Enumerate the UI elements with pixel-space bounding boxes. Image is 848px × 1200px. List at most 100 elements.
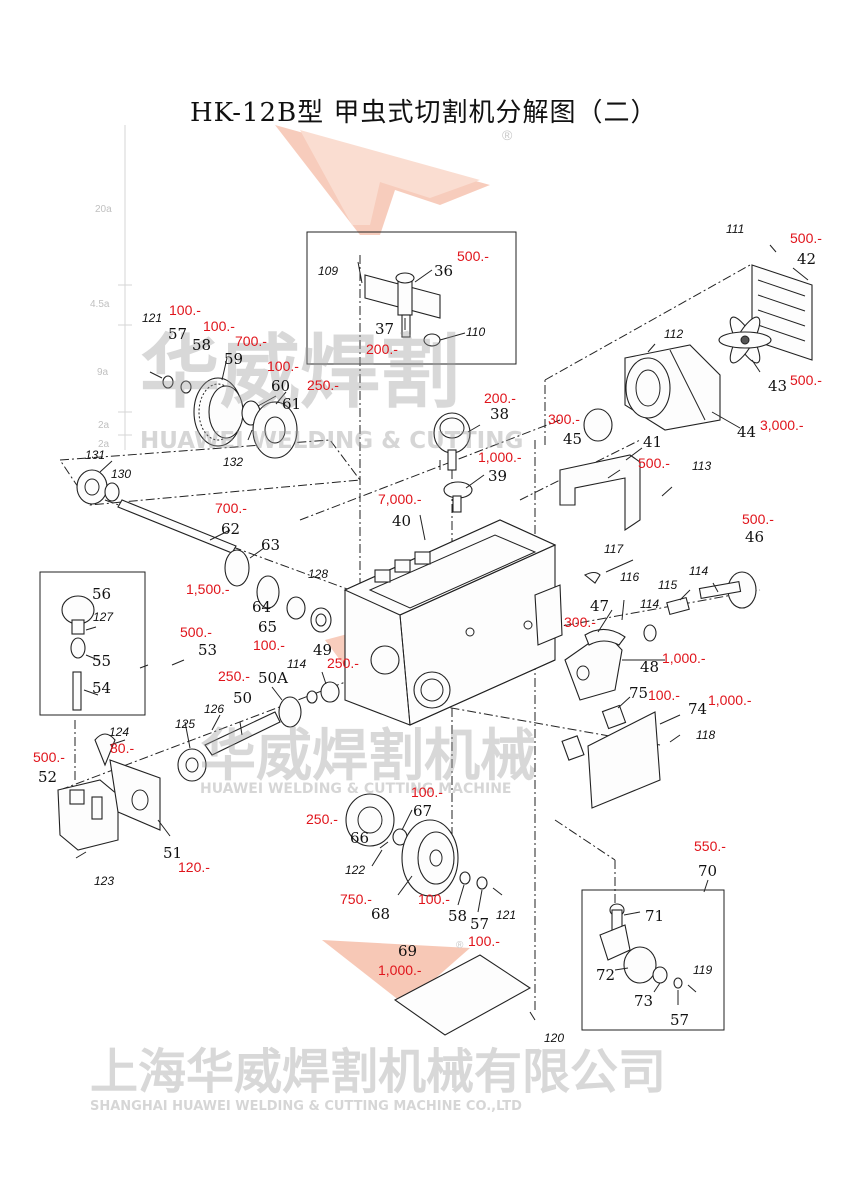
page-title: HK-12B型 甲虫式切割机分解图（二） — [190, 98, 658, 128]
registered-mark: ® — [456, 940, 464, 951]
part-number: 63 — [261, 536, 280, 554]
part-price: 100.- — [169, 302, 201, 318]
part-number: 55 — [92, 652, 111, 670]
callouts: 111 500.- 42 43 500.- 44 3,000.- 112 45 … — [33, 222, 822, 1045]
watermark-logo-bottom — [322, 940, 470, 1005]
watermark-cn-footer: 上海华威焊割机械有限公司 — [90, 1044, 666, 1100]
part-price: 250.- — [218, 668, 250, 684]
part-number: 57 — [168, 325, 187, 343]
part-number: 49 — [313, 641, 332, 659]
drive-shaft — [117, 499, 332, 633]
part-number: 73 — [634, 992, 653, 1010]
side-bracket — [57, 733, 161, 851]
part-price: 700.- — [215, 500, 247, 516]
motor-bracket — [559, 454, 641, 532]
part-price: 100.- — [648, 687, 680, 703]
watermark-cn-mid: 华威焊割 — [140, 326, 460, 419]
part-number: 53 — [198, 641, 217, 659]
watermark-en-footer: SHANGHAI HUAWEI WELDING & CUTTING MACHIN… — [90, 1099, 522, 1114]
part-price: 250.- — [327, 655, 359, 671]
part-number: 68 — [371, 905, 390, 923]
part-number: 50A — [258, 669, 288, 687]
part-number: 37 — [375, 320, 394, 338]
part-number: 38 — [490, 405, 509, 423]
part-number: 60 — [271, 377, 290, 395]
part-price: 120.- — [178, 859, 210, 875]
part-number: 64 — [252, 598, 271, 616]
part-number: 114 — [689, 564, 708, 578]
inset-box-wheel-assembly — [581, 889, 725, 1031]
scale-label: 9a — [97, 367, 109, 378]
cover-disc — [583, 408, 613, 442]
part-number: 127 — [93, 610, 114, 624]
part-price: 500.- — [33, 749, 65, 765]
inset-box-knob-assembly — [39, 571, 146, 716]
part-number: 130 — [111, 467, 131, 481]
part-number: 61 — [282, 395, 301, 413]
part-number: 113 — [692, 459, 711, 473]
part-number: 126 — [204, 702, 224, 716]
part-number: 39 — [488, 467, 507, 485]
inset-box-gear-assembly — [306, 231, 517, 365]
part-number: 41 — [643, 433, 662, 451]
part-price: 500.- — [742, 511, 774, 527]
part-price: 100.- — [203, 318, 235, 334]
part-number: 67 — [413, 802, 432, 820]
part-price: 500.- — [457, 248, 489, 264]
part-number: 57 — [670, 1011, 689, 1029]
part-price: 1,000.- — [478, 449, 522, 465]
part-price: 200.- — [366, 341, 398, 357]
part-number: 132 — [223, 455, 243, 469]
part-price: 100.- — [411, 784, 443, 800]
large-gear — [149, 371, 298, 459]
part-price: 100.- — [253, 637, 285, 653]
part-price: 300.- — [564, 614, 596, 630]
part-number: 69 — [398, 942, 417, 960]
part-number: 119 — [693, 963, 712, 977]
part-number: 43 — [768, 377, 787, 395]
gearbox-housing — [343, 519, 557, 726]
part-number: 40 — [392, 512, 411, 530]
part-number: 66 — [350, 829, 369, 847]
watermark-en-mid: HUAWEI WELDING & CUTTING — [140, 428, 523, 454]
part-number: 51 — [163, 844, 182, 862]
part-price: 300.- — [548, 411, 580, 427]
registered-mark: ® — [502, 127, 513, 143]
part-number: 125 — [175, 717, 195, 731]
feed-knob — [61, 595, 95, 711]
part-price: 100.- — [267, 358, 299, 374]
handwheel-group — [345, 793, 503, 897]
worm-gear-set — [177, 681, 340, 782]
part-number: 45 — [563, 430, 582, 448]
part-number: 59 — [224, 350, 243, 368]
leader-lines — [83, 267, 809, 1005]
part-number: 47 — [590, 597, 609, 615]
part-price: 200.- — [484, 390, 516, 406]
part-number: 65 — [258, 618, 277, 636]
part-price: 750.- — [340, 891, 372, 907]
scale-label: 20a — [95, 204, 112, 215]
part-number: 114 — [287, 657, 306, 671]
part-price: 500.- — [638, 455, 670, 471]
part-price: 1,000.- — [708, 692, 752, 708]
part-price: 500.- — [790, 230, 822, 246]
part-number: 118 — [696, 728, 715, 742]
part-number: 74 — [688, 700, 707, 718]
part-number: 116 — [620, 570, 639, 584]
part-number: 58 — [192, 336, 211, 354]
part-number: 72 — [596, 966, 615, 984]
bearing-pair — [76, 469, 120, 505]
watermark-logo-top — [275, 125, 490, 235]
motor — [624, 344, 721, 431]
scale-label: 2a — [98, 439, 110, 450]
part-number: 44 — [737, 423, 756, 441]
part-price: 1,000.- — [378, 962, 422, 978]
right-side-parts — [534, 571, 757, 809]
part-number: 122 — [345, 863, 365, 877]
part-number: 56 — [92, 585, 111, 603]
part-number: 128 — [308, 567, 328, 581]
part-number: 124 — [109, 725, 129, 739]
part-number: 71 — [645, 907, 664, 925]
part-price: 250.- — [307, 377, 339, 393]
